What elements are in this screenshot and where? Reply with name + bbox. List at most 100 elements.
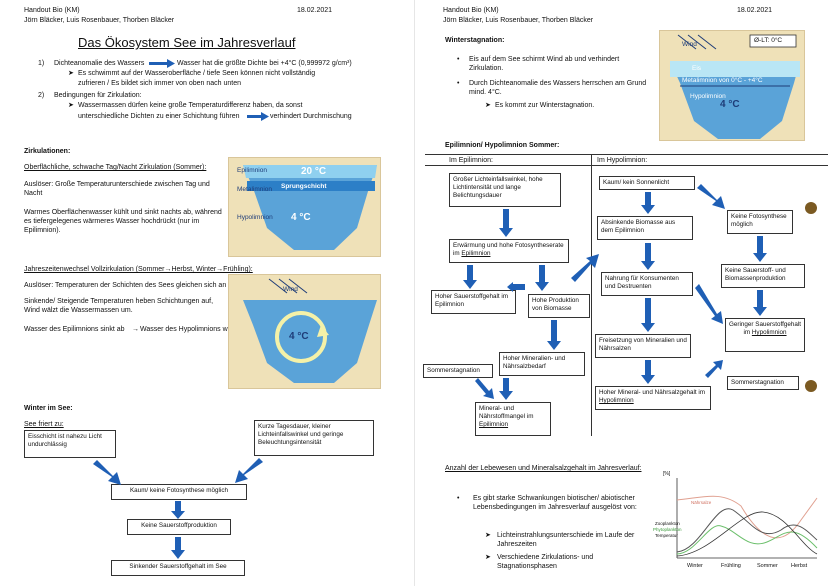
arrow-down-icon <box>753 290 767 316</box>
paragraph: Auslöser: Große Temperaturunterschiede z… <box>24 181 210 197</box>
chart-legend-label: Phytoplankton <box>653 527 682 532</box>
flow-box: Kaum/ keine Fotosynthese möglich <box>111 484 247 500</box>
flow-box: Sinkender Sauerstoffgehalt im See <box>111 560 245 576</box>
arrow-down-right-icon <box>697 184 727 210</box>
paragraph: Wasser des Hypolimnions wird nach oben g… <box>140 326 299 333</box>
arrow-right-icon: → <box>132 326 139 333</box>
chart-legend-label: Temperatur <box>655 533 678 538</box>
chart-x-label: Herbst <box>791 563 808 569</box>
arrow-bullet-icon: ➤ <box>68 70 74 77</box>
arrow-down-icon <box>641 360 655 384</box>
chart-x-label: Sommer <box>757 563 778 569</box>
arrow-down-icon <box>641 192 655 214</box>
flow-box: Hoher Mineral- und Nährsalzgehalt im Hyp… <box>595 386 711 410</box>
divider <box>591 154 592 436</box>
arrow-right-icon <box>507 282 525 292</box>
flow-box: Mineral- und Nährstoffmangel im Epilimni… <box>475 402 551 436</box>
header-course: Handout Bio (KM) <box>443 7 499 14</box>
section-heading: Zirkulationen: <box>24 148 71 155</box>
paragraph: Durch Dichteanomalie des Wassers herrsch… <box>469 80 647 96</box>
flow-box: Kaum/ kein Sonnenlicht <box>599 176 695 190</box>
seed-icon <box>805 380 817 392</box>
chart-x-label: Frühling <box>721 563 741 569</box>
subsection-heading: Anzahl der Lebewesen und Mineralsalzgeha… <box>445 465 642 472</box>
arrow-down-icon <box>499 378 513 400</box>
subsection-heading: Oberflächliche, schwache Tag/Nacht Zirku… <box>24 164 207 171</box>
subsection-heading: See friert zu: <box>24 421 64 428</box>
arrow-bullet-icon: ➤ <box>68 102 74 109</box>
seed-icon <box>805 202 817 214</box>
page-title: Das Ökosystem See im Jahresverlauf <box>78 35 296 50</box>
figure-label: Eis <box>692 65 702 72</box>
arrow-down-icon <box>641 298 655 332</box>
right-page: Handout Bio (KM) Jörn Bläcker, Luis Rose… <box>414 0 828 586</box>
bullet: • <box>457 80 460 87</box>
figure-label: Epilimnion <box>237 167 267 174</box>
arrow-right-icon <box>149 59 175 68</box>
divider <box>425 154 828 155</box>
arrow-down-icon <box>535 265 549 291</box>
flow-box: Sommerstagnation <box>423 364 493 378</box>
flow-box: Absinkende Biomasse aus dem Epilimnion <box>597 216 693 240</box>
lake-winter-figure: Wind Ø-LT: 0°C Eis Metalimnion von 0°C -… <box>659 30 805 141</box>
bullet: • <box>457 56 460 63</box>
paragraph: Auslöser: Temperaturen der Schichten des… <box>24 282 227 289</box>
arrow-up-right-icon <box>705 360 725 378</box>
flow-box: Eisschicht ist nahezu Licht undurchlässi… <box>24 430 116 458</box>
arrow-down-icon <box>547 320 561 350</box>
flow-box: Kurze Tagesdauer, kleiner Lichteinfallsw… <box>254 420 374 456</box>
flow-box: Keine Sauerstoff- und Biomassenproduktio… <box>721 264 805 288</box>
list-number: 2) <box>38 92 45 99</box>
figure-label: Ø-LT: 0°C <box>754 37 783 44</box>
flow-box: Freisetzung von Mineralien und Nährsalze… <box>595 334 691 358</box>
paragraph: Sinkende/ Steigende Temperaturen heben S… <box>24 298 214 314</box>
figure-label: Sprungschicht <box>281 183 327 190</box>
arrow-bullet-icon: ➤ <box>485 554 491 561</box>
paragraph: Warmes Oberflächenwasser kühlt und sinkt… <box>24 209 222 234</box>
flow-box: Hoher Mineralien- und Nährsalzbedarf <box>499 352 585 376</box>
section-heading: Winter im See: <box>24 405 73 412</box>
chart-x-label: Winter <box>687 563 703 569</box>
bullet: • <box>457 495 460 502</box>
figure-label: Metalimnion <box>237 186 273 193</box>
figure-label: Hypolimnion <box>690 93 726 100</box>
header-date: 18.02.2021 <box>297 7 333 14</box>
list-subitem: verhindert Durchmischung <box>270 113 352 120</box>
list-subitem: zufrieren / Es bildet sich immer von obe… <box>78 80 242 87</box>
header-authors: Jörn Bläcker, Luis Rosenbauer, Thorben B… <box>24 17 175 24</box>
arrow-down-icon <box>499 209 513 237</box>
section-heading: Epilimnion/ Hypolimnion Sommer: <box>445 142 560 149</box>
arrow-down-right-icon <box>475 378 495 400</box>
left-page: Handout Bio (KM) Jörn Bläcker, Luis Rose… <box>24 7 381 576</box>
divider <box>425 165 828 166</box>
paragraph: Eis auf dem See schirmt Wind ab und verh… <box>469 56 620 72</box>
flow-box: Erwärmung und hohe Fotosyntheserate im E… <box>449 239 569 263</box>
paragraph: Es kommt zur Winterstagnation. <box>495 102 595 109</box>
header-authors: Jörn Bläcker, Luis Rosenbauer, Thorben B… <box>443 17 594 24</box>
flow-box: Nahrung für Konsumenten und Destruenten <box>601 272 693 296</box>
arrow-down-icon <box>753 236 767 262</box>
flow-box: Hoher Sauerstoffgehalt im Epilimnion <box>431 290 516 314</box>
paragraph: Lichteinstrahlungsunterschiede im Laufe … <box>497 532 635 548</box>
arrow-down-icon <box>463 265 477 289</box>
header-date: 18.02.2021 <box>737 7 773 14</box>
paragraph: Es gibt starke Schwankungen biotischer/ … <box>473 495 637 511</box>
arrow-down-right-icon <box>93 460 123 486</box>
chart-legend-label: Nährsalze <box>691 500 712 505</box>
list-item-text: Dichteanomalie des Wassers <box>54 60 145 67</box>
chart-legend-label: Zooplankton <box>655 521 680 526</box>
arrow-up-right-icon <box>571 252 601 282</box>
arrow-bullet-icon: ➤ <box>485 102 491 109</box>
header-course: Handout Bio (KM) <box>24 7 80 14</box>
flow-box: Sommerstagnation <box>727 376 799 390</box>
figure-label: Hypolimnion <box>237 214 273 221</box>
arrow-down-icon <box>641 243 655 270</box>
list-subitem: unterschiedliche Dichten zu einer Schich… <box>78 113 240 120</box>
flow-box: Hohe Produktion von Biomasse <box>528 294 590 318</box>
arrow-down-right-icon <box>695 284 727 324</box>
lake-summer-figure: Epilimnion 20 °C Metalimnion Sprungschic… <box>228 157 381 257</box>
seasonal-line-chart: [%] Nährsalze Zooplankton Phytoplankton … <box>651 470 821 578</box>
flow-box: Großer Lichteinfallswinkel, hohe Lichtin… <box>449 173 561 207</box>
subsection-heading: Jahreszeitenwechsel Vollzirkulation (Som… <box>24 266 253 273</box>
flow-box: Geringer Sauerstoffgehalt im Hypolimnion <box>725 318 805 352</box>
